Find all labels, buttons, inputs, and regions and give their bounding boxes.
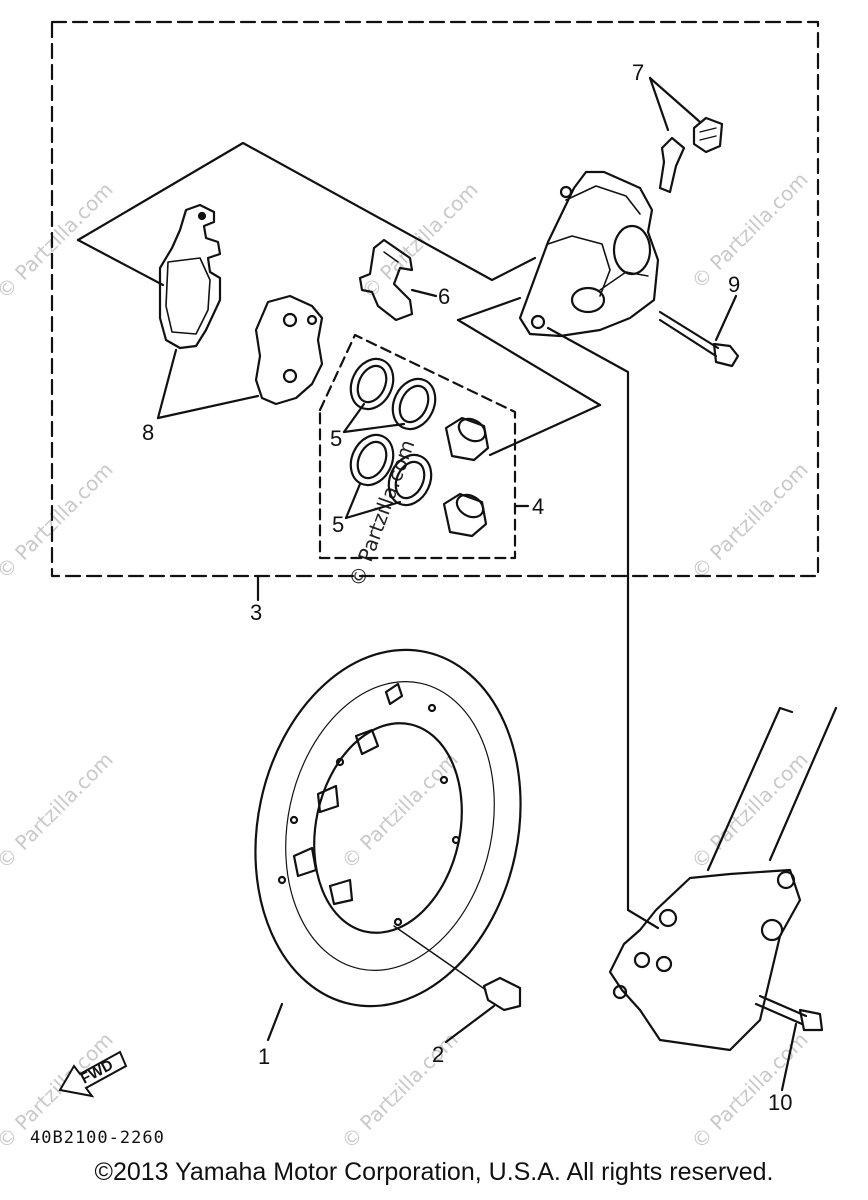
alignment-line: [76, 238, 165, 287]
diagram-part-number: 40B2100-2260: [30, 1128, 165, 1148]
alignment-line: [76, 141, 537, 282]
watermark: © Partzilla.com: [0, 177, 118, 303]
callout-7: 7: [632, 60, 644, 85]
leader-5a: [342, 422, 406, 434]
callout-8: 8: [142, 420, 154, 445]
brake-pad-inner: [254, 294, 324, 406]
piston-seal: [391, 377, 437, 431]
leader-9: [714, 294, 738, 342]
watermark: © Partzilla.com: [337, 747, 463, 873]
callout-6: 6: [438, 284, 450, 309]
leader-6: [410, 288, 438, 298]
caliper-body: [518, 170, 660, 338]
callout-4: 4: [532, 494, 544, 519]
alignment-line: [456, 296, 522, 322]
watermark: © Partzilla.com: [687, 457, 813, 583]
leader-2: [444, 1004, 496, 1044]
alignment-line: [488, 403, 602, 457]
disc-bolt: [393, 925, 522, 1012]
copyright-notice: ©2013 Yamaha Motor Corporation, U.S.A. A…: [94, 1158, 774, 1186]
bleed-screw: [658, 116, 724, 194]
leader-1: [266, 1002, 284, 1042]
caliper-bolt: [658, 310, 740, 368]
callout-5-lower: 5: [332, 512, 344, 537]
piston: [442, 492, 488, 538]
callout-3: 3: [250, 600, 262, 625]
forward-arrow-icon: FWD: [58, 1050, 128, 1098]
brake-pad-outer: [158, 203, 222, 350]
leader-10: [780, 1022, 798, 1092]
bolt-axis-line: [546, 326, 660, 930]
leader-8: [156, 394, 260, 420]
piston: [444, 416, 490, 462]
watermark: © Partzilla.com: [0, 457, 118, 583]
watermark: © Partzilla.com: [0, 747, 118, 873]
leader-5b: [344, 482, 362, 520]
callout-10: 10: [768, 1090, 792, 1115]
piston-seal: [387, 453, 433, 507]
leader-7: [648, 76, 702, 124]
callout-1: 1: [258, 1044, 270, 1069]
watermark-center: © Partzilla.com: [344, 436, 419, 589]
pad-spring: [358, 238, 414, 322]
callout-5-upper: 5: [330, 426, 342, 451]
leader-7: [648, 76, 670, 132]
piston-seal: [349, 433, 395, 487]
watermark: © Partzilla.com: [687, 167, 813, 293]
callout-9: 9: [728, 272, 740, 297]
piston-kit-box: [318, 333, 517, 560]
alignment-line: [456, 318, 602, 407]
leader-5b: [344, 500, 402, 520]
mount-bolt: [754, 994, 824, 1032]
watermark: © Partzilla.com: [687, 747, 813, 873]
leader-5a: [342, 402, 366, 434]
front-fork: [608, 706, 838, 1052]
caliper-assembly-box: [50, 20, 820, 578]
brake-disc: [254, 648, 522, 1008]
callout-2: 2: [432, 1042, 444, 1067]
leader-8: [156, 348, 178, 420]
